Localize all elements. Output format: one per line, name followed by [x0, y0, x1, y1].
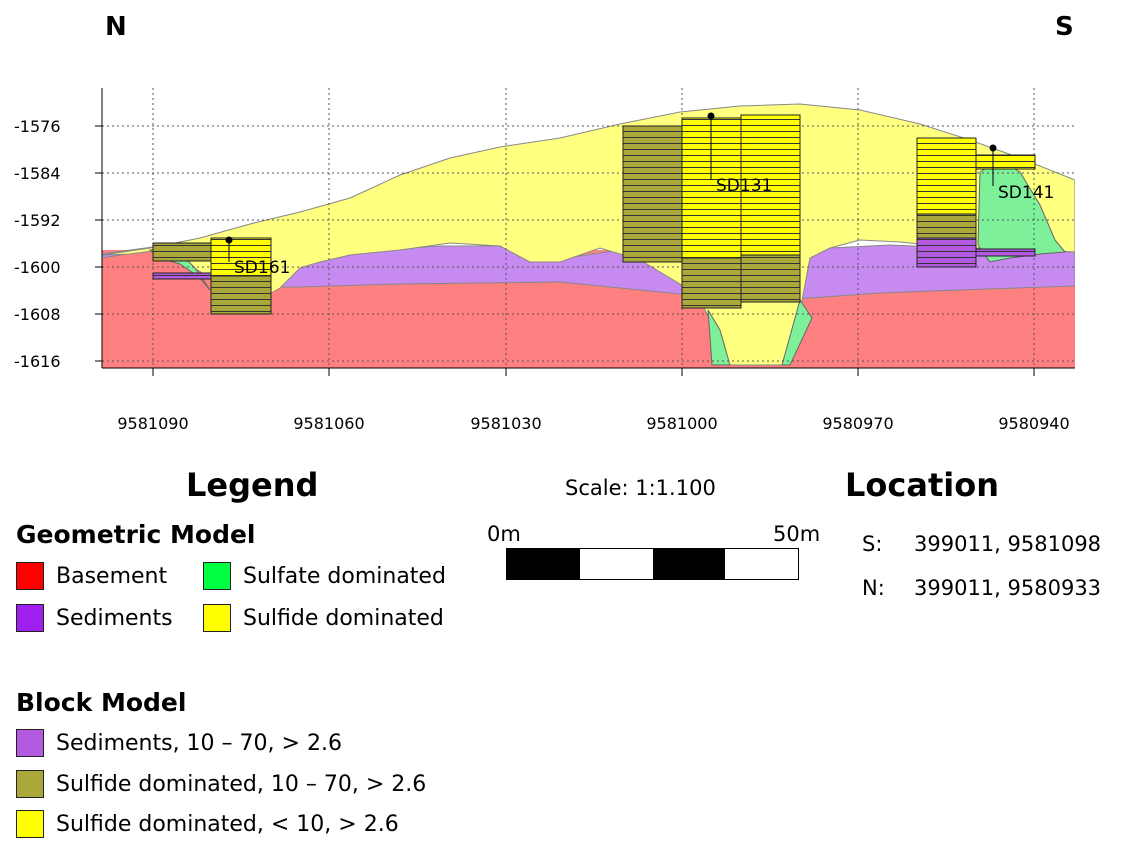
swatch [203, 604, 231, 632]
legend-label: Sediments [56, 605, 173, 631]
y-tick-label: -1584 [14, 164, 61, 183]
legend-item-block-sulfide-low: Sulfide dominated, < 10, > 2.6 [16, 810, 399, 838]
north-label: N [105, 12, 127, 42]
sulfide-layer [102, 103, 1075, 366]
block-sd131-a [622, 125, 683, 263]
legend-item-basement: Basement [16, 562, 167, 590]
location-value: 399011, 9580933 [914, 576, 1102, 600]
scale-label: Scale: 1:1.100 [565, 476, 716, 500]
y-tick-label: -1592 [14, 211, 61, 230]
y-tick-label: -1600 [14, 258, 61, 277]
y-tick-label: -1616 [14, 352, 61, 371]
location-title: Location [845, 466, 999, 504]
swatch [16, 770, 44, 798]
legend-item-sulfate: Sulfate dominated [203, 562, 446, 590]
block-sd141-c [916, 237, 977, 268]
location-row-south: S: 399011, 9581098 [862, 532, 1101, 556]
x-tick-labels: 9581090 9581060 9581030 9581000 9580970 … [117, 414, 1069, 433]
drillhole-label-sd161: SD161 [234, 258, 290, 278]
location-value: 399011, 9581098 [914, 532, 1102, 556]
legend-label: Basement [56, 563, 168, 589]
legend-title: Legend [186, 466, 319, 504]
scale-segment [507, 549, 580, 579]
legend-item-sediments: Sediments [16, 604, 173, 632]
block-sd141-a [916, 137, 977, 215]
axes [95, 88, 1075, 376]
block-sd161-d [210, 275, 272, 315]
block-sd141-d [975, 154, 1036, 170]
legend-label: Sulfate dominated [243, 563, 446, 589]
location-key: N: [862, 576, 885, 600]
scale-end-label: 50m [773, 522, 821, 546]
swatch [203, 562, 231, 590]
x-tick-label: 9581000 [646, 414, 717, 433]
scale-segment [579, 549, 653, 579]
geometric-model-title: Geometric Model [16, 520, 256, 549]
block-model-title: Block Model [16, 688, 187, 717]
swatch [16, 604, 44, 632]
cross-section-plot: SD161 SD131 SD141 -1576 -1584 -1592 -160… [14, 88, 1075, 433]
legend-label: Sulfide dominated [243, 605, 444, 631]
location-key: S: [862, 532, 883, 556]
block-sd161-b [152, 272, 214, 280]
drillhole-label-sd141: SD141 [998, 183, 1054, 203]
block-sd131-e [740, 254, 801, 303]
block-model [152, 114, 1036, 315]
legend-item-block-sulfide-mid: Sulfide dominated, 10 – 70, > 2.6 [16, 770, 426, 798]
x-tick-label: 9581090 [117, 414, 188, 433]
block-sd161-a [152, 242, 214, 262]
location-row-north: N: 399011, 9580933 [862, 576, 1101, 600]
block-sd141-e [975, 248, 1036, 257]
legend-label: Sulfide dominated, < 10, > 2.6 [56, 811, 399, 837]
legend-label: Sulfide dominated, 10 – 70, > 2.6 [56, 771, 427, 797]
drillholes [225, 112, 997, 262]
south-label: S [1055, 12, 1074, 42]
legend-label: Sediments, 10 – 70, > 2.6 [56, 730, 342, 756]
block-sd141-b [916, 213, 977, 239]
y-tick-label: -1608 [14, 305, 61, 324]
legend-item-sulfide: Sulfide dominated [203, 604, 444, 632]
scale-start-label: 0m [487, 522, 521, 546]
legend-item-block-sediments: Sediments, 10 – 70, > 2.6 [16, 729, 342, 757]
drillhole-label-sd131: SD131 [716, 176, 772, 196]
block-sd131-d [740, 114, 801, 256]
scale-segment [725, 549, 798, 579]
y-tick-label: -1576 [14, 117, 61, 136]
x-tick-label: 9580940 [998, 414, 1069, 433]
scale-segment [652, 549, 726, 579]
x-tick-label: 9581030 [470, 414, 541, 433]
swatch [16, 729, 44, 757]
y-tick-labels: -1576 -1584 -1592 -1600 -1608 -1616 [14, 117, 61, 371]
swatch [16, 562, 44, 590]
sulfate-pocket-center [707, 298, 813, 366]
block-sd161-c [210, 237, 272, 277]
x-tick-label: 9581060 [293, 414, 364, 433]
swatch [16, 810, 44, 838]
scale-bar [506, 548, 799, 580]
x-tick-label: 9580970 [822, 414, 893, 433]
block-sd131-c [681, 257, 742, 309]
